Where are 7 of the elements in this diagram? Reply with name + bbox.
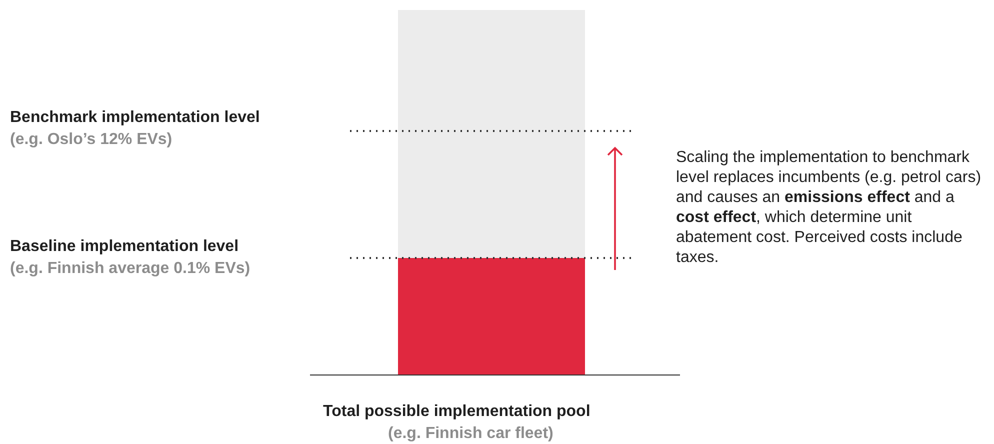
description-text: Scaling the implementation to benchmark level replaces incumbents (e.g. petrol cars) and causes an emissions effect and a cost effect, which determine unit abatement cost. Perceived costs include taxes. bbox=[676, 148, 982, 268]
axis-label: Total possible implementation pool bbox=[323, 402, 590, 422]
example-note: (e.g. Oslo’s 12% EVs) bbox=[10, 130, 172, 150]
example-note: (e.g. Finnish car fleet) bbox=[388, 424, 554, 444]
example-note: (e.g. Finnish average 0.1% EVs) bbox=[10, 259, 250, 279]
level-label: Benchmark implementation level bbox=[10, 108, 260, 128]
level-label: Baseline implementation level bbox=[10, 237, 239, 257]
